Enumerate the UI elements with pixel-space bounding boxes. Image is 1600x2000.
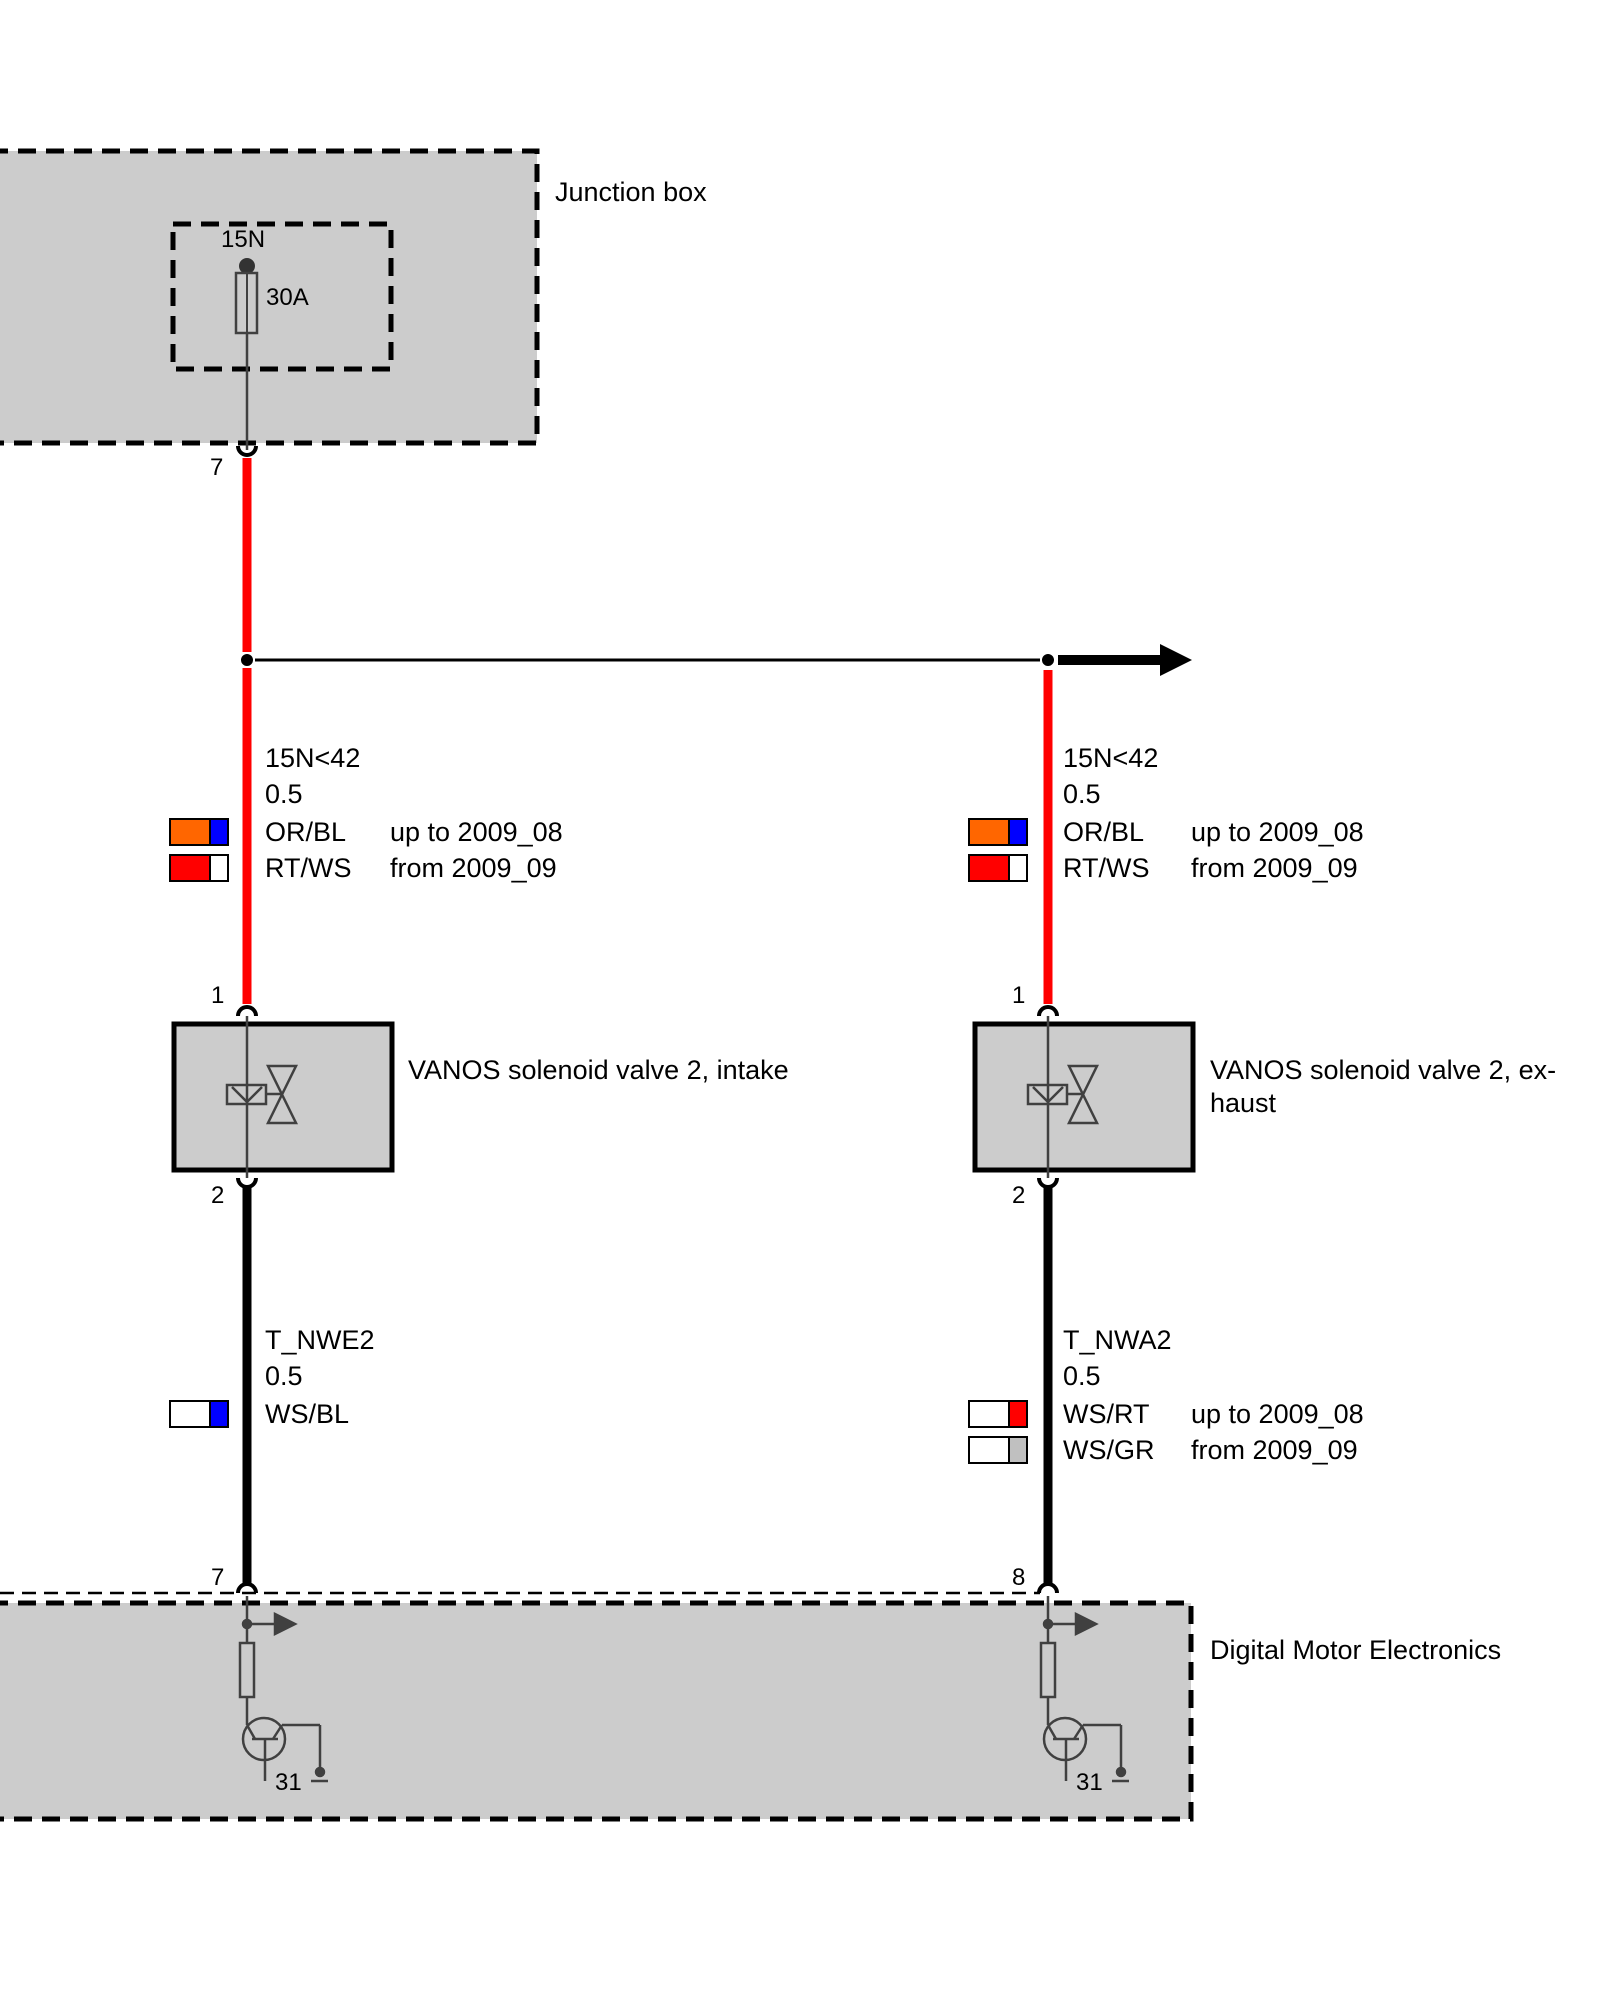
ground-label: 31 — [275, 1769, 302, 1796]
wire-color-note: from 2009_09 — [390, 853, 557, 883]
wire-color-code: WS/RT — [1063, 1399, 1150, 1429]
dme-box — [0, 1600, 1194, 1822]
connector-valve-intake-pin2 — [236, 1177, 258, 1189]
connector-dme-pin7 — [236, 1582, 258, 1594]
dme-label: Digital Motor Electronics — [1210, 1635, 1502, 1665]
splice-right — [1040, 652, 1056, 668]
wire-color-code: RT/WS — [265, 853, 352, 883]
connector-valve-intake-pin1 — [236, 1005, 258, 1017]
fuse-terminal-label: 15N — [221, 226, 266, 253]
wire-color-note: up to 2009_08 — [1191, 817, 1364, 847]
wire-signal-label: 15N<42 — [265, 743, 361, 773]
wire-color-code: WS/BL — [265, 1399, 350, 1429]
wire-cross-section-label: 0.5 — [1063, 1361, 1101, 1391]
pin-label: 1 — [211, 982, 225, 1009]
wire-color-swatch — [169, 1400, 229, 1428]
wire-color-swatch — [169, 854, 229, 882]
arrow-continue-icon — [1160, 644, 1192, 676]
wire-color-code: OR/BL — [1063, 817, 1145, 847]
fuse-terminal-dot — [239, 258, 255, 274]
wire-color-note: from 2009_09 — [1191, 1435, 1358, 1465]
wire-color-note: up to 2009_08 — [1191, 1399, 1364, 1429]
solenoid-valve-icon — [1026, 1064, 1100, 1125]
wire-signal-label: T_NWE2 — [265, 1325, 375, 1355]
wire-color-swatch — [968, 818, 1028, 846]
pin-label: 7 — [211, 1564, 225, 1591]
fuse-rating-label: 30A — [266, 284, 309, 311]
valve-intake-label: VANOS solenoid valve 2, intake — [408, 1055, 789, 1085]
junction-box — [0, 148, 540, 446]
pin-label: 8 — [1012, 1564, 1026, 1591]
wire-signal-label: 15N<42 — [1063, 743, 1159, 773]
wire-color-code: WS/GR — [1063, 1435, 1155, 1465]
wire-color-code: RT/WS — [1063, 853, 1150, 883]
wire-color-note: up to 2009_08 — [390, 817, 563, 847]
pin-label: 2 — [211, 1182, 225, 1209]
wire-color-swatch — [968, 854, 1028, 882]
connector-valve-exhaust-pin2 — [1037, 1177, 1059, 1189]
wire-color-swatch — [968, 1400, 1028, 1428]
dme-driver-left — [238, 1596, 328, 1783]
pin-label: 2 — [1012, 1182, 1026, 1209]
connector-valve-exhaust-pin1 — [1037, 1005, 1059, 1017]
wire-color-swatch — [968, 1436, 1028, 1464]
wire-color-swatch — [169, 818, 229, 846]
wire-color-note: from 2009_09 — [1191, 853, 1358, 883]
wire-color-code: OR/BL — [265, 817, 347, 847]
connector-jb-pin7 — [236, 445, 258, 457]
wire-cross-section-label: 0.5 — [265, 779, 303, 809]
wire-signal-label: T_NWA2 — [1063, 1325, 1172, 1355]
splice-left — [239, 652, 255, 668]
wire-cross-section-label: 0.5 — [1063, 779, 1101, 809]
wire-cross-section-label: 0.5 — [265, 1361, 303, 1391]
valve-exhaust-label-line1: VANOS solenoid valve 2, ex- — [1210, 1055, 1557, 1085]
solenoid-valve-icon — [225, 1064, 299, 1125]
dme-driver-right — [1039, 1596, 1129, 1783]
connector-dme-pin8 — [1037, 1582, 1059, 1594]
fuse-carrier — [170, 221, 394, 372]
pin-label: 1 — [1012, 982, 1026, 1009]
pin-label: 7 — [210, 454, 224, 481]
junction-box-label: Junction box — [555, 177, 707, 207]
ground-label: 31 — [1076, 1769, 1103, 1796]
valve-exhaust-label-line2: haust — [1210, 1088, 1277, 1118]
